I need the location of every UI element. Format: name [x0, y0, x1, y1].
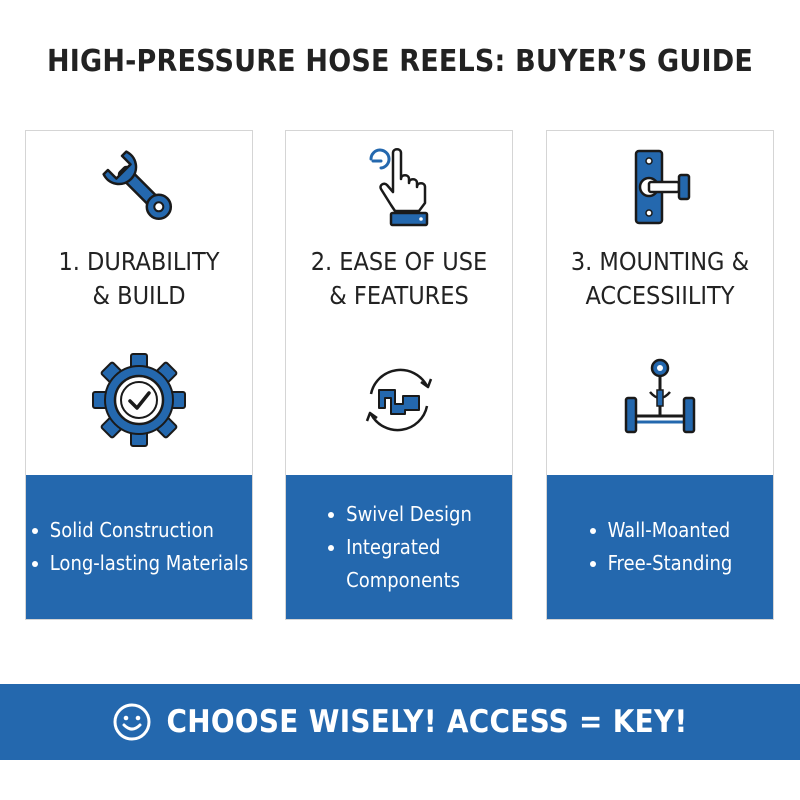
- card-ease-of-use: 2. EASE OF USE & FEATURES Swivel Design …: [285, 130, 513, 620]
- card-bullets-panel: Solid Construction Long-lasting Material…: [26, 475, 252, 619]
- tap-hand-icon: [369, 148, 429, 227]
- card-bullets-panel: Wall-Moanted Free-Standing: [547, 475, 773, 619]
- bullet-list: Wall-Moanted Free-Standing: [588, 514, 733, 580]
- banner-text: CHOOSE WISELY! ACCESS = KEY!: [166, 704, 688, 740]
- card-durability: 1. DURABILITY & BUILD Solid Construction…: [25, 130, 253, 620]
- wall-bracket-icon: [634, 149, 691, 225]
- card-title: 2. EASE OF USE & FEATURES: [310, 247, 488, 310]
- bullet-item: Long-lasting Materials: [30, 547, 248, 580]
- swivel-rotate-icon: [365, 368, 433, 432]
- card-mounting: 3. MOUNTING & ACCESSIILITY Wall-Moanted …: [546, 130, 774, 620]
- footer-banner: CHOOSE WISELY! ACCESS = KEY!: [0, 684, 800, 760]
- wrench-icon: [102, 150, 173, 221]
- free-standing-stand-icon: [624, 358, 696, 434]
- bullet-list: Swivel Design Integrated Components: [326, 498, 472, 597]
- bullet-item: Solid Construction: [30, 514, 248, 547]
- gear-check-icon: [92, 353, 186, 447]
- bullet-item: Wall-Moanted: [588, 514, 733, 547]
- smiley-icon: [113, 703, 151, 741]
- card-title: 1. DURABILITY & BUILD: [58, 247, 220, 310]
- bullet-item: Free-Standing: [588, 547, 732, 580]
- card-title: 3. MOUNTING & ACCESSIILITY: [570, 247, 750, 310]
- bullet-list: Solid Construction Long-lasting Material…: [30, 514, 248, 580]
- card-bullets-panel: Swivel Design Integrated Components: [286, 475, 512, 619]
- page-title: HIGH-PRESSURE HOSE REELS: BUYER’S GUIDE: [46, 44, 753, 79]
- bullet-continuation: Components: [346, 567, 460, 592]
- bullet-item: Swivel Design: [326, 498, 472, 531]
- bullet-item: Integrated: [326, 531, 472, 564]
